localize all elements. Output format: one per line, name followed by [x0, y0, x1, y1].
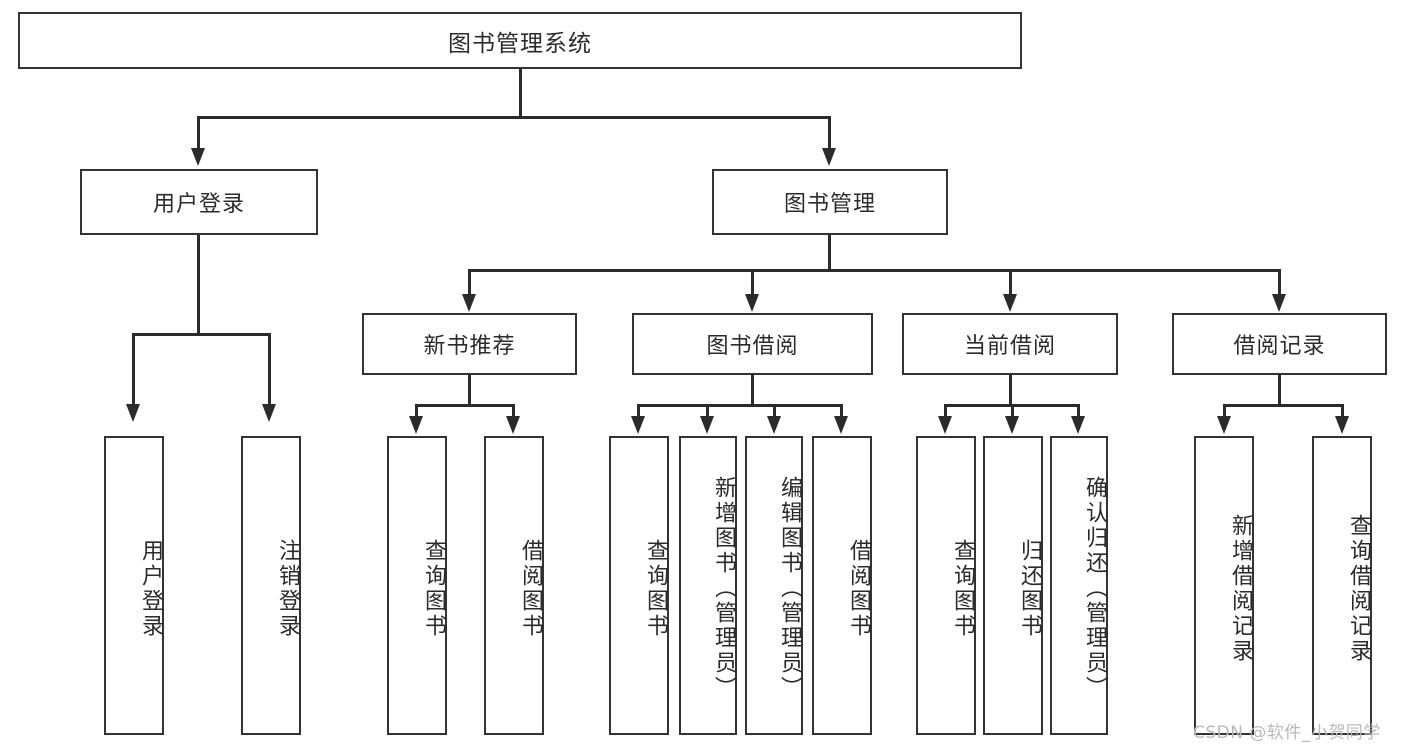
- csdn-watermark: CSDN @软件_小贺同学: [1193, 723, 1381, 743]
- arrowhead-book-manage: [822, 148, 836, 166]
- arrowhead-return-book: [1005, 416, 1019, 434]
- connector-drop-query-record: [1341, 404, 1344, 418]
- node-book-borrow[interactable]: 图书借阅: [632, 313, 873, 375]
- leaf-confirm-return[interactable]: 确认归还（管理员）: [1050, 436, 1108, 735]
- arrowhead-borrow-book-1: [506, 416, 520, 434]
- leaf-label: 归还图书: [1017, 538, 1042, 639]
- connector-drop-confirm-return: [1077, 404, 1080, 418]
- leaf-query-borrow-record[interactable]: 查询借阅记录: [1312, 436, 1372, 735]
- leaf-label: 查询图书: [950, 538, 975, 639]
- leaf-label: 新增借阅记录: [1228, 513, 1253, 664]
- leaf-edit-book[interactable]: 编辑图书（管理员）: [745, 436, 803, 735]
- node-book-management[interactable]: 图书管理: [712, 169, 948, 235]
- arrowhead-borrow-book-2: [834, 416, 848, 434]
- leaf-label: 查询图书: [643, 538, 668, 639]
- connector-level2-bus: [197, 116, 831, 119]
- connector-drop-query-book-3: [944, 404, 947, 418]
- arrowhead-borrow-record: [1272, 294, 1286, 312]
- leaf-label: 注销登录: [275, 538, 300, 639]
- leaf-label: 新增图书（管理员）: [711, 476, 736, 701]
- connector-drop-query-book-1: [415, 404, 418, 418]
- connector-drop-add-record: [1223, 404, 1226, 418]
- connector-drop-return-book: [1011, 404, 1014, 418]
- node-new-book-recommend[interactable]: 新书推荐: [362, 313, 577, 375]
- node-root-system[interactable]: 图书管理系统: [18, 12, 1022, 69]
- connector-book-manage-trunk: [828, 235, 831, 271]
- leaf-logout[interactable]: 注销登录: [241, 436, 301, 735]
- node-label: 当前借阅: [963, 334, 1056, 359]
- connector-user-login-trunk: [197, 235, 200, 334]
- node-label: 图书管理: [783, 192, 876, 217]
- connector-drop-borrow-book-1: [512, 404, 515, 418]
- leaf-label: 查询借阅记录: [1346, 513, 1371, 664]
- connector-drop-book-borrow: [751, 269, 754, 297]
- node-current-borrow[interactable]: 当前借阅: [902, 313, 1118, 375]
- arrowhead-leaf-user-login: [126, 404, 140, 422]
- connector-user-login-leaf-bus: [132, 333, 270, 336]
- node-label: 新书推荐: [423, 334, 516, 359]
- leaf-label: 编辑图书（管理员）: [777, 476, 802, 701]
- arrowhead-query-book-3: [938, 416, 952, 434]
- node-borrow-record[interactable]: 借阅记录: [1172, 313, 1387, 375]
- arrowhead-new-book: [462, 294, 476, 312]
- connector-root-trunk: [519, 69, 522, 117]
- arrowhead-add-book: [700, 416, 714, 434]
- arrowhead-user-login: [191, 148, 205, 166]
- arrowhead-edit-book: [767, 416, 781, 434]
- leaf-query-book-current[interactable]: 查询图书: [916, 436, 976, 735]
- connector-drop-new-book: [468, 269, 471, 297]
- leaf-label: 借阅图书: [846, 538, 871, 639]
- connector-borrow-record-leaf-bus: [1223, 404, 1343, 407]
- leaf-borrow-book[interactable]: 借阅图书: [812, 436, 872, 735]
- connector-drop-borrow-record: [1278, 269, 1281, 297]
- arrowhead-confirm-return: [1071, 416, 1085, 434]
- arrowhead-query-record: [1335, 416, 1349, 434]
- connector-drop-query-book-2: [637, 404, 640, 418]
- leaf-add-borrow-record[interactable]: 新增借阅记录: [1194, 436, 1254, 735]
- connector-drop-borrow-book-2: [840, 404, 843, 418]
- leaf-label: 借阅图书: [518, 538, 543, 639]
- node-label: 用户登录: [152, 192, 245, 217]
- arrowhead-leaf-logout: [262, 404, 276, 422]
- connector-book-borrow-leaf-bus: [637, 404, 842, 407]
- leaf-label: 确认归还（管理员）: [1082, 476, 1107, 701]
- connector-current-borrow-trunk: [1009, 375, 1012, 406]
- connector-drop-user-login: [197, 116, 200, 150]
- arrowhead-query-book-2: [631, 416, 645, 434]
- connector-drop-add-book: [706, 404, 709, 418]
- connector-drop-leaf-logout: [268, 333, 271, 405]
- leaf-add-book[interactable]: 新增图书（管理员）: [679, 436, 737, 735]
- connector-new-book-trunk: [468, 375, 471, 406]
- connector-drop-book-manage: [828, 116, 831, 150]
- node-user-login[interactable]: 用户登录: [80, 169, 318, 235]
- arrowhead-current-borrow: [1003, 294, 1017, 312]
- node-label: 借阅记录: [1233, 334, 1326, 359]
- arrowhead-query-book-1: [409, 416, 423, 434]
- leaf-query-book-recommend[interactable]: 查询图书: [387, 436, 447, 735]
- leaf-label: 查询图书: [421, 538, 446, 639]
- leaf-user-login[interactable]: 用户登录: [104, 436, 164, 735]
- node-label: 图书管理系统: [448, 30, 592, 57]
- connector-book-borrow-trunk: [751, 375, 754, 406]
- connector-drop-leaf-user-login: [132, 333, 135, 405]
- leaf-label: 用户登录: [138, 538, 163, 639]
- connector-new-book-leaf-bus: [415, 404, 515, 407]
- connector-drop-edit-book: [773, 404, 776, 418]
- node-label: 图书借阅: [706, 334, 799, 359]
- connector-drop-current-borrow: [1009, 269, 1012, 297]
- arrowhead-add-record: [1217, 416, 1231, 434]
- connector-borrow-record-trunk: [1278, 375, 1281, 406]
- leaf-query-book-borrow[interactable]: 查询图书: [609, 436, 669, 735]
- leaf-return-book[interactable]: 归还图书: [983, 436, 1043, 735]
- connector-level3-bus: [468, 269, 1280, 272]
- leaf-borrow-book-recommend[interactable]: 借阅图书: [484, 436, 544, 735]
- arrowhead-book-borrow: [745, 294, 759, 312]
